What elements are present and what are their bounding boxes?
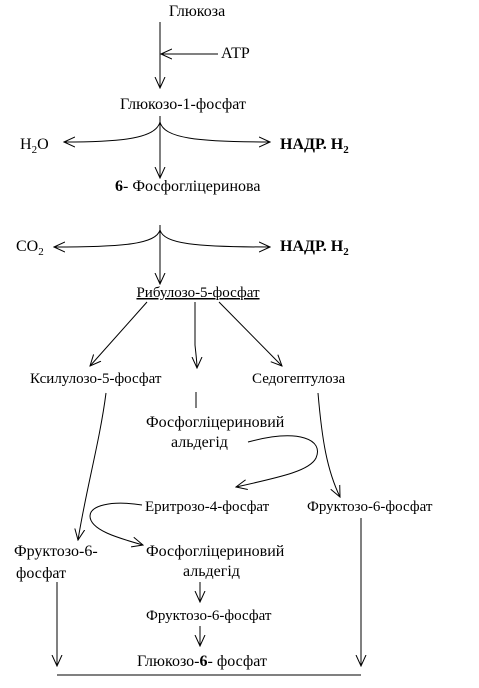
glyceraldehyde-phosphate-label-2: Фосфоглiцериновий xyxy=(146,543,285,560)
arrow-glyceraldehyde-to-erythrose xyxy=(236,435,318,487)
arrow-ribulose-to-xylulose xyxy=(90,301,148,366)
glucose-6-phosphate-label: Глюкозо-6- фосфат xyxy=(137,653,267,670)
ribulose-5-phosphate-label: Рибулозо-5-фосфат xyxy=(136,285,260,301)
phosphogluconate-label: 6- Фосфоглiцеринова xyxy=(115,178,260,195)
glyceraldehyde-phosphate-label-1-line2: альдегiд xyxy=(171,434,228,451)
arrow-sedoheptulose-to-fructose-right xyxy=(317,392,340,497)
fructose-6-phosphate-label-left-line2: фосфат xyxy=(16,565,66,582)
glucose-label: Глюкоза xyxy=(169,3,225,20)
arrow-co2-out xyxy=(54,229,161,247)
arrow-erythrose-to-glyceraldehyde xyxy=(89,502,143,545)
nadph-label-1: НАДР. H2 xyxy=(280,136,349,156)
glyceraldehyde-phosphate-label-2-line2: альдегiд xyxy=(183,563,240,580)
arrow-nadph-out-2 xyxy=(159,229,270,247)
arrow-water-out xyxy=(64,121,161,142)
arrow-ribulose-to-glyceraldehyde xyxy=(195,302,197,368)
fructose-6-phosphate-label-left: Фруктозо-6- xyxy=(14,543,98,560)
xylulose-5-phosphate-label: Ксилулозо-5-фосфат xyxy=(30,371,162,387)
fructose-6-phosphate-label-center: Фруктозо-6-фосфат xyxy=(146,608,272,624)
fructose-6-phosphate-label-right: Фруктозо-6-фосфат xyxy=(307,499,433,515)
atp-label: АТР xyxy=(221,45,250,62)
arrow-nadph-out-1 xyxy=(159,121,270,142)
arrow-ribulose-to-sedoheptulose xyxy=(218,301,282,366)
glucose-1-phosphate-label: Глюкозо-1-фосфат xyxy=(120,96,246,113)
sedoheptulose-label: Седогептулоза xyxy=(252,371,346,387)
co2-label: CO2 xyxy=(16,238,44,258)
arrow-xylulose-to-fructose-left xyxy=(78,392,107,540)
nadph-label-2: НАДР. H2 xyxy=(280,238,349,258)
water-label: H2O xyxy=(20,136,49,156)
glyceraldehyde-phosphate-label-1: Фосфоглiцериновий xyxy=(146,414,285,431)
erythrose-4-phosphate-label: Еритрозо-4-фосфат xyxy=(145,499,270,515)
